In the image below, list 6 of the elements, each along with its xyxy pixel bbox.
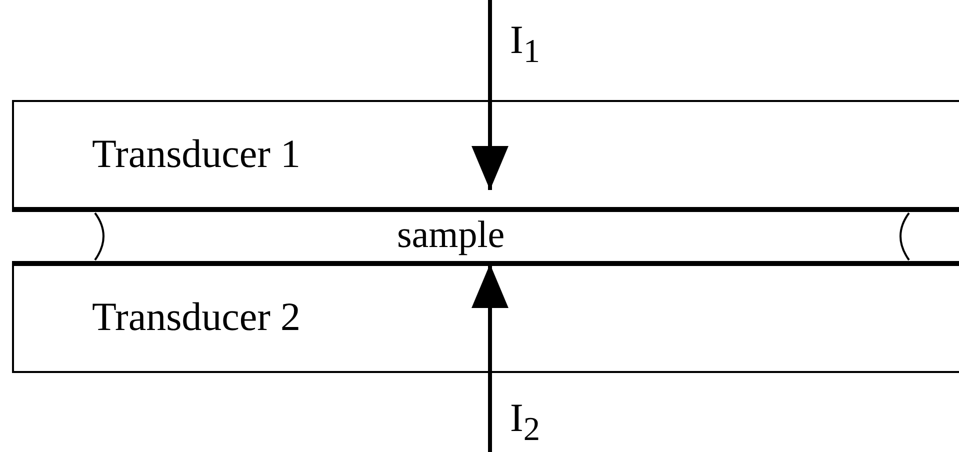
block-label: Transducer 2 [92,295,300,339]
transducer-block [12,100,959,210]
layer-label: sample [397,215,505,257]
sample-layer [12,207,959,266]
transducer-block [12,263,959,373]
block-label: Transducer 1 [92,132,300,176]
